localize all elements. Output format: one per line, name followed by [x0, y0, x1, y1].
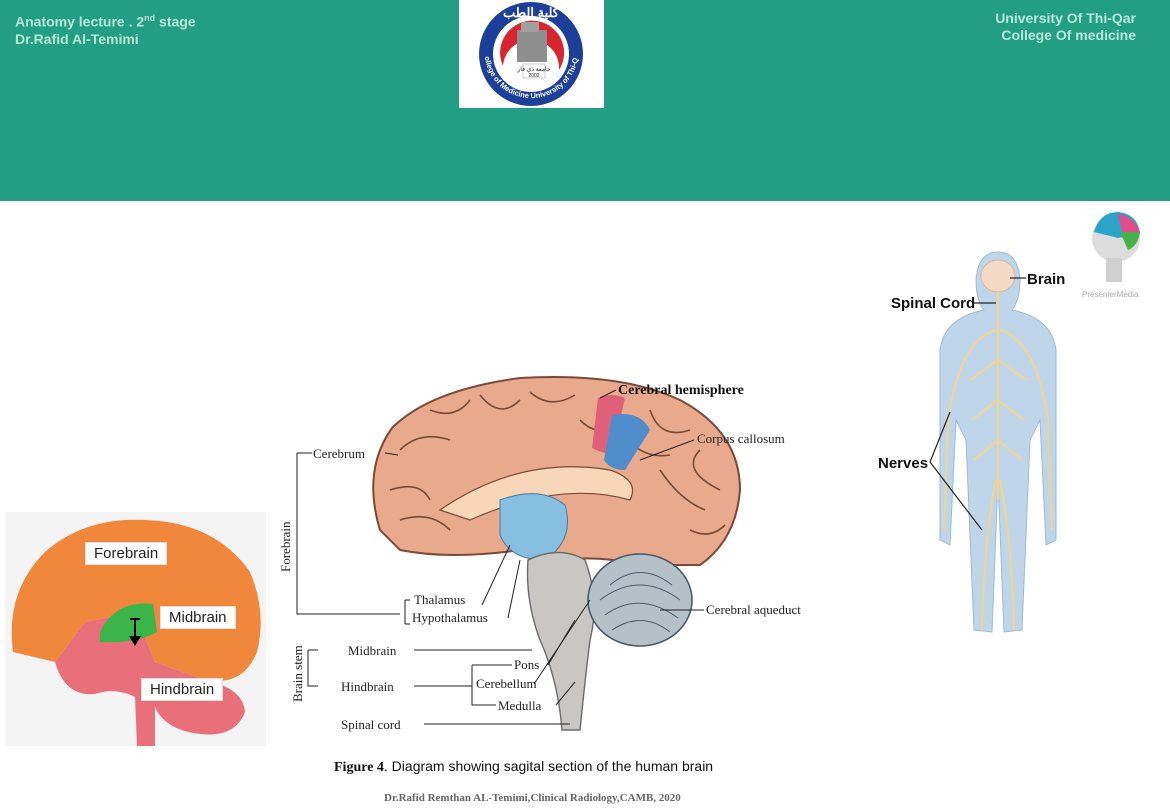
- label-pons: Pons: [514, 657, 539, 672]
- leader-lines: [296, 389, 704, 725]
- figure-caption: Figure 4. Diagram showing sagital sectio…: [334, 758, 713, 776]
- brain-regions-figure: Forebrain Midbrain Hindbrain: [5, 512, 266, 746]
- label-cerebral-aqueduct: Cerebral aqueduct: [706, 602, 801, 617]
- midbrain-region: [100, 603, 157, 643]
- label-corpus-callosum: Corpus callosum: [697, 431, 785, 446]
- credit-line: Dr.Rafid Remthan AL-Temimi,Clinical Radi…: [384, 792, 681, 804]
- presenter-watermark: PresenterMedia: [1082, 290, 1139, 299]
- college-logo: جامعة ذي قار 2002 كلية الطب College of M…: [459, 0, 604, 108]
- logo-inner-arabic: جامعة ذي قار: [516, 66, 550, 73]
- forebrain-label: Forebrain: [85, 542, 168, 565]
- label-hindbrain: Hindbrain: [341, 679, 394, 694]
- midbrain-label: Midbrain: [160, 606, 236, 629]
- body-leader-lines: [929, 277, 1026, 531]
- university-name: University Of Thi-Qar: [995, 10, 1136, 26]
- lecturer-name: Dr.Rafid Al-Temimi: [15, 30, 139, 47]
- brain-shape: [980, 259, 1016, 293]
- label-cerebellum: Cerebellum: [476, 676, 537, 691]
- lecture-stage-sup: nd: [144, 13, 156, 23]
- label-medulla: Medulla: [498, 698, 542, 713]
- college-name: College Of medicine: [1001, 27, 1136, 43]
- corpus-callosum-region: [604, 414, 650, 470]
- label-forebrain-vertical: Forebrain: [278, 521, 293, 572]
- thalamus-region: [499, 493, 568, 561]
- lecture-info: Anatomy lecture . 2nd stage Dr.Rafid Al-…: [15, 10, 196, 48]
- label-midbrain: Midbrain: [348, 643, 397, 658]
- label-cerebral-hemisphere: Cerebral hemisphere: [618, 383, 744, 398]
- label-body-nerves: Nerves: [878, 455, 928, 472]
- figure-number: Figure 4: [334, 760, 384, 775]
- brainstem-shape: [526, 551, 595, 731]
- figure-caption-text: . Diagram showing sagital section of the…: [383, 758, 714, 774]
- lecture-stage: stage: [155, 13, 196, 30]
- label-brain-stem-vertical: Brain stem: [290, 645, 305, 702]
- lecture-title: Anatomy lecture . 2: [15, 13, 145, 30]
- label-thalamus: Thalamus: [414, 592, 465, 607]
- hindbrain-label: Hindbrain: [141, 678, 224, 701]
- forebrain-region: [11, 519, 261, 682]
- label-cerebrum: Cerebrum: [313, 446, 365, 461]
- label-spinal-cord: Spinal cord: [341, 717, 401, 732]
- cerebellum-shape: [587, 553, 693, 647]
- university-info: University Of Thi-Qar College Of medicin…: [995, 10, 1136, 44]
- logo-arabic-top: كلية الطب: [503, 5, 560, 20]
- cerebral-hemisphere-region: [592, 395, 625, 455]
- label-body-brain: Brain: [1027, 271, 1065, 288]
- label-body-spinal-cord: Spinal Cord: [891, 295, 975, 312]
- logo-year: 2002: [528, 73, 539, 79]
- label-hypothalamus: Hypothalamus: [412, 610, 488, 625]
